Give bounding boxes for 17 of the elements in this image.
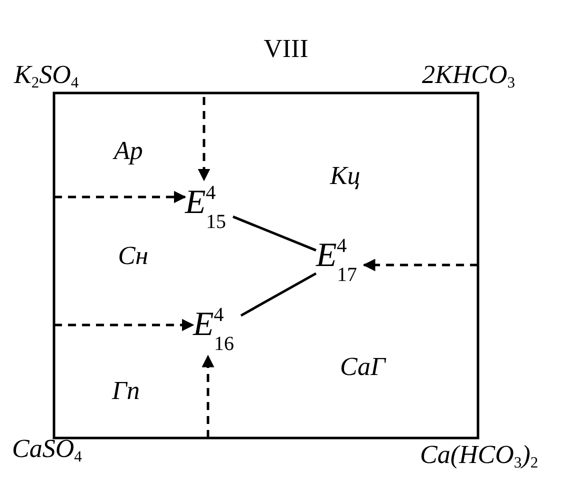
corner-formula: CaSO$_{4}$ [12, 436, 82, 462]
corner-formula: 2KHCO$_{3}$ [422, 62, 516, 88]
region-label: Гп [112, 378, 140, 404]
diagram-title: VIII [262, 36, 310, 62]
region-label: Кц [330, 163, 360, 189]
region-label: СаГ [340, 354, 386, 380]
dashed-arrow [54, 190, 186, 204]
connector-line [232, 216, 316, 252]
connector-line [240, 272, 317, 317]
region-label: Сн [118, 243, 148, 269]
dashed-arrow [54, 318, 194, 332]
region-label: Ар [114, 138, 143, 164]
dashed-arrow [198, 97, 210, 182]
corner-formula: K$_{2}$SO$_{4}$ [14, 62, 79, 88]
dashed-arrow [202, 354, 214, 438]
dashed-arrow [362, 258, 478, 272]
corner-formula: Ca(HCO$_{3}$)$_{2}$ [420, 442, 538, 468]
